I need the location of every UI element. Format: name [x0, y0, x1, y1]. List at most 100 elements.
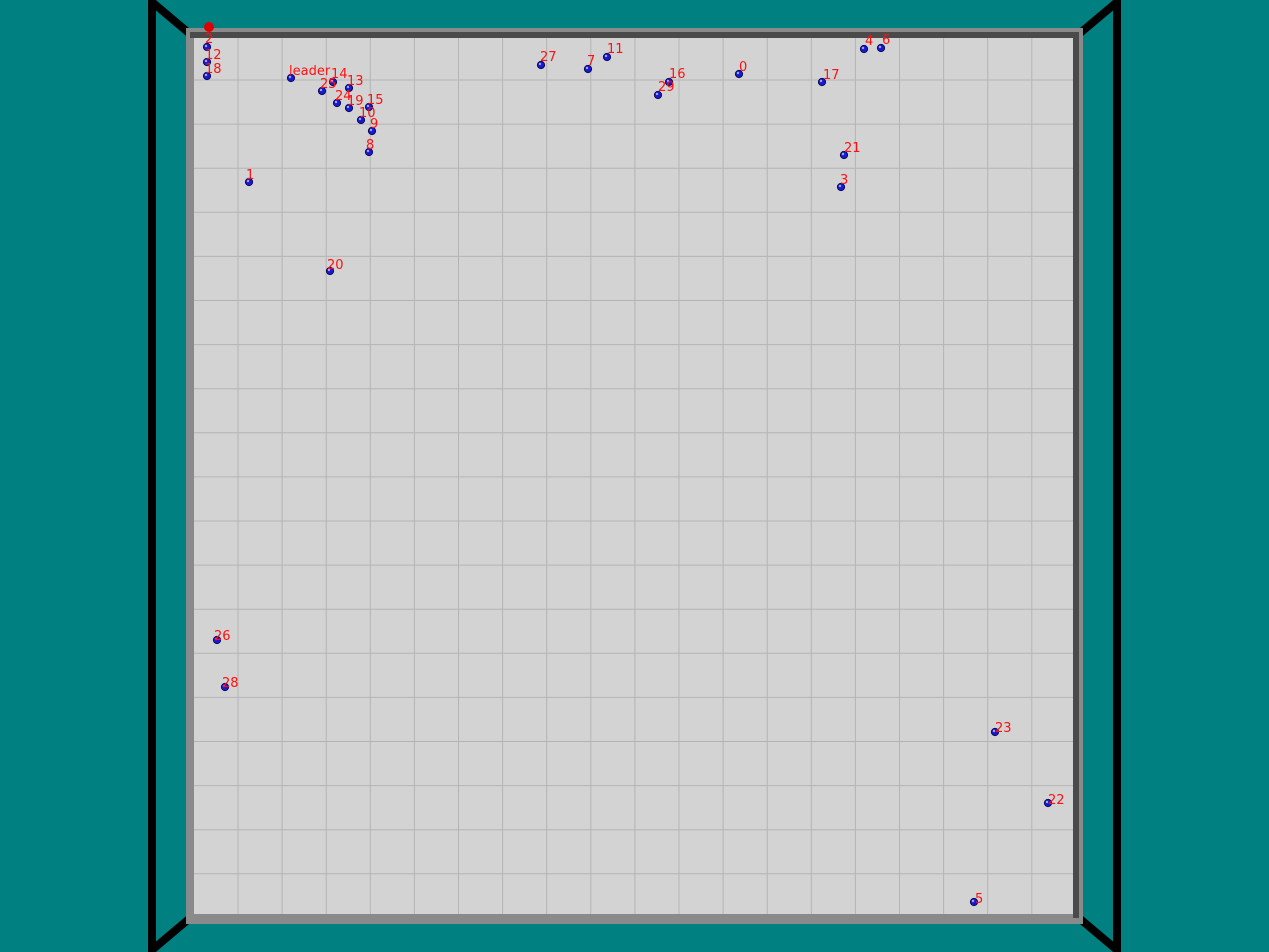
robot-marker-highlight [222, 684, 226, 688]
robot-label: 29 [658, 80, 675, 95]
robot-20: 20 [325, 258, 344, 276]
robot-label: 5 [975, 892, 983, 907]
robot-label: 8 [366, 138, 374, 153]
robot-marker-highlight [358, 117, 362, 121]
robot-label: 18 [205, 62, 222, 77]
robot-marker-highlight [841, 152, 845, 156]
robot-22: 22 [1043, 793, 1065, 808]
robot-29: 29 [653, 80, 675, 100]
robot-7: 7 [583, 54, 595, 74]
robot-24: 24 [332, 89, 352, 108]
robot-marker-highlight [878, 45, 882, 49]
robot-11: 11 [602, 42, 624, 62]
robot-label: 10 [359, 106, 376, 121]
robot-label: 27 [540, 50, 557, 65]
robot-23: 23 [990, 721, 1012, 737]
robot-marker-highlight [666, 79, 670, 83]
robot-marker-highlight [330, 79, 334, 83]
robot-9: 9 [367, 117, 378, 136]
robot-marker-highlight [204, 44, 208, 48]
robot-19: 19 [344, 94, 364, 113]
robot-marker-highlight [214, 637, 218, 641]
robot-6: 6 [876, 33, 890, 53]
robot-label: 20 [327, 258, 344, 273]
robot-label: 17 [823, 68, 840, 83]
robot-label: 19 [347, 94, 364, 109]
arena-wall-shadow [190, 32, 1079, 38]
robot-8: 8 [364, 138, 374, 157]
robot-label: 6 [882, 33, 890, 48]
robot-10: 10 [356, 106, 376, 125]
robot-18: 18 [202, 62, 222, 81]
robot-marker-highlight [346, 85, 350, 89]
robot-marker-highlight [992, 729, 996, 733]
robot-26: 26 [212, 629, 231, 645]
robot-label: 7 [587, 54, 595, 69]
robot-12: 12 [202, 48, 222, 67]
robot-marker-highlight [585, 66, 589, 70]
robot-label: 26 [214, 629, 231, 644]
robot-label: 25 [320, 77, 337, 92]
robot-16: 16 [664, 67, 686, 87]
robot-label: 11 [607, 42, 624, 57]
robot-15: 15 [364, 93, 384, 112]
robot-marker-highlight [334, 100, 338, 104]
robot-marker-highlight [838, 184, 842, 188]
robot-marker-highlight [369, 128, 373, 132]
robot-label: 23 [995, 721, 1012, 736]
robot-marker-highlight [204, 73, 208, 77]
robot-21: 21 [839, 141, 861, 160]
robot-label: 1 [246, 168, 254, 183]
robot-marker-highlight [861, 46, 865, 50]
robot-17: 17 [817, 68, 840, 87]
robot-label: 15 [367, 93, 384, 108]
robot-25: 25 [317, 77, 337, 96]
robot-marker-highlight [538, 62, 542, 66]
robot-marker-highlight [655, 92, 659, 96]
robot-label: 16 [669, 67, 686, 82]
arena-wall-shadow-right [1073, 32, 1079, 918]
robot-label: 0 [739, 60, 747, 75]
robot-28: 28 [220, 676, 239, 692]
robot-label: 13 [347, 74, 364, 89]
arena-floor [194, 38, 1073, 914]
robot-2: 2 [202, 32, 213, 52]
robot-marker-highlight [288, 75, 292, 79]
target-marker [204, 22, 214, 32]
robot-3: 3 [836, 173, 848, 192]
robot-label: 24 [335, 89, 352, 104]
robot-marker-highlight [819, 79, 823, 83]
robot-marker-highlight [971, 899, 975, 903]
robot-label: 22 [1048, 793, 1065, 808]
robot-marker-highlight [1045, 800, 1049, 804]
robot-marker-highlight [346, 105, 350, 109]
robot-marker-highlight [366, 149, 370, 153]
robot-14: 14 [328, 67, 348, 87]
robot-marker-highlight [327, 268, 331, 272]
robot-4: 4 [859, 34, 873, 54]
robot-13: 13 [344, 74, 364, 93]
robot-label: 4 [865, 34, 873, 49]
robot-label: 2 [205, 32, 213, 47]
robot-label: 12 [205, 48, 222, 63]
robot-label: 9 [370, 117, 378, 132]
robot-label: 28 [222, 676, 239, 691]
robot-5: 5 [969, 892, 983, 907]
robot-marker-highlight [366, 104, 370, 108]
robot-1: 1 [244, 168, 254, 187]
robot-marker-highlight [319, 88, 323, 92]
robot-label: 21 [844, 141, 861, 156]
robot-leader: leader [286, 64, 331, 83]
robot-marker-highlight [604, 54, 608, 58]
robot-marker-highlight [204, 59, 208, 63]
robot-0: 0 [734, 60, 747, 79]
robot-marker-highlight [736, 71, 740, 75]
robot-label: 14 [331, 67, 348, 82]
arena-frame [148, 0, 1121, 952]
robot-marker-highlight [246, 179, 250, 183]
robot-27: 27 [536, 50, 557, 70]
robot-label: leader [289, 64, 331, 79]
floor-grid [194, 38, 1073, 914]
